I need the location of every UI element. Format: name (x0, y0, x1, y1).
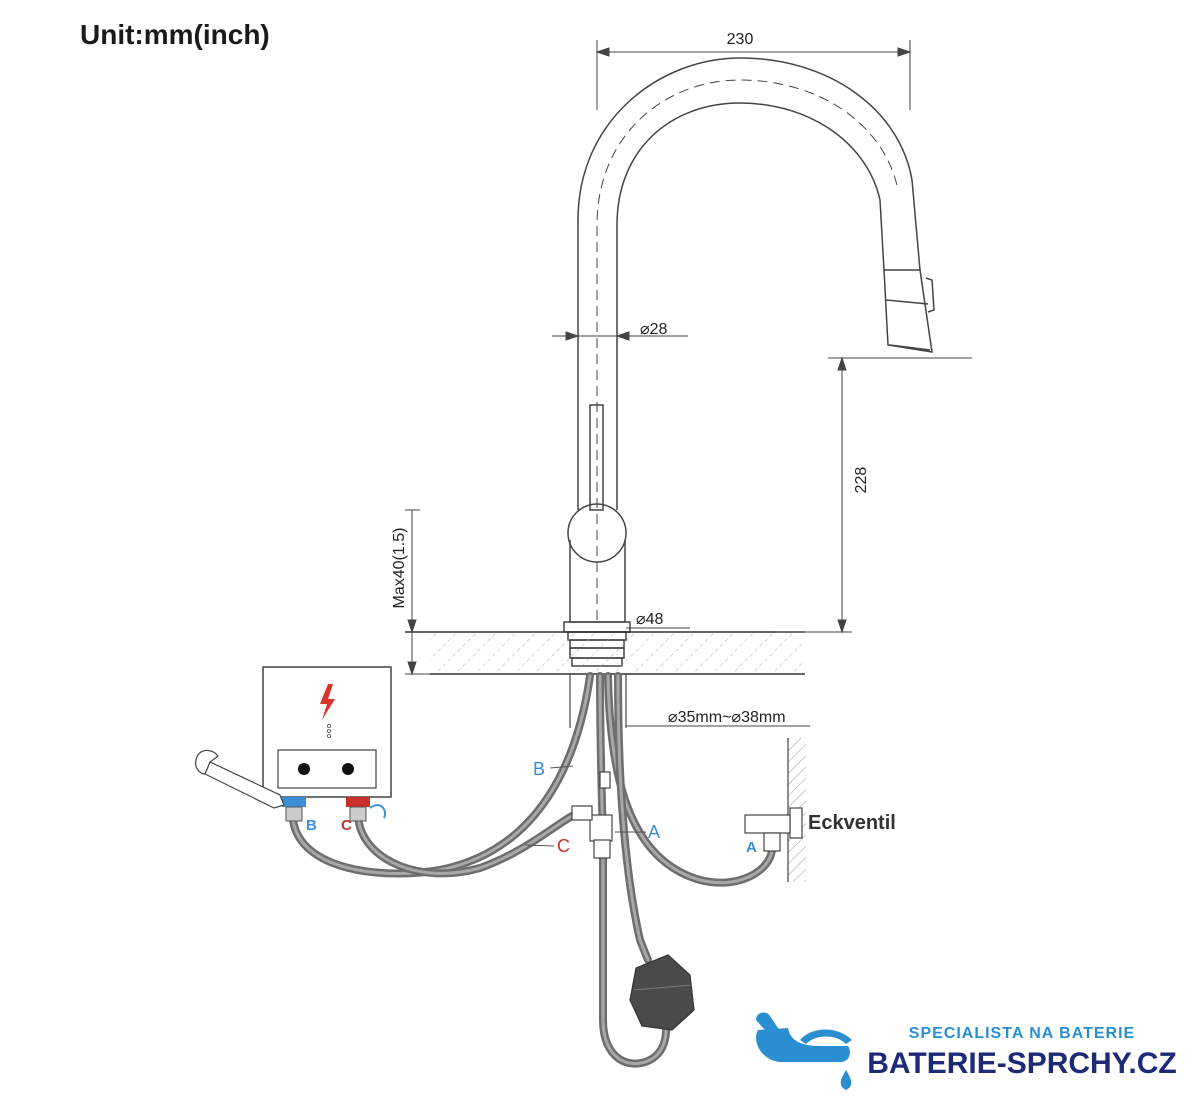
hot-connector (346, 797, 370, 807)
wrench-icon (195, 749, 386, 819)
water-heater (262, 666, 392, 822)
electric-bolt-icon (320, 684, 335, 720)
brand-name: BATERIE-SPRCHY.CZ (867, 1047, 1176, 1080)
unit-label: Unit:mm(inch) (80, 19, 270, 50)
heater-c-label: C (341, 817, 352, 834)
pull-out-head (883, 269, 933, 353)
hoses (289, 672, 776, 1068)
base-diameter-label: ⌀48 (636, 611, 664, 628)
brand-logo: SPECIALISTA NA BATERIE BATERIE-SPRCHY.CZ (756, 1012, 1177, 1090)
max-thickness-label: Max40(1.5) (391, 528, 408, 609)
spout-inner-edge (616, 102, 885, 510)
hose-b-leader (549, 765, 574, 769)
angle-valve (744, 738, 806, 882)
dimension-lines (405, 40, 972, 727)
hole-diameter-label: ⌀35mm~⌀38mm (668, 709, 786, 726)
valve-a-label: A (746, 839, 757, 856)
water-drop-icon (840, 1070, 852, 1090)
hose-weight (629, 954, 695, 1031)
tee-fitting (571, 771, 613, 859)
hose-c-leader (524, 844, 555, 847)
spout-outer-edge (577, 57, 921, 510)
cold-connector (282, 797, 306, 807)
reach-dimension-label: 230 (727, 31, 754, 48)
hose-a-label: A (648, 822, 660, 842)
angle-valve-label: Eckventil (808, 812, 896, 834)
brand-tagline: SPECIALISTA NA BATERIE (909, 1025, 1135, 1042)
faucet-drawing (563, 57, 935, 667)
height-dimension-label: 228 (853, 467, 870, 494)
spout-diameter-label: ⌀28 (640, 321, 668, 338)
hose-b-label: B (533, 759, 545, 779)
heater-b-label: B (306, 817, 317, 834)
head-button (925, 277, 935, 313)
hose-c-label: C (557, 836, 570, 856)
